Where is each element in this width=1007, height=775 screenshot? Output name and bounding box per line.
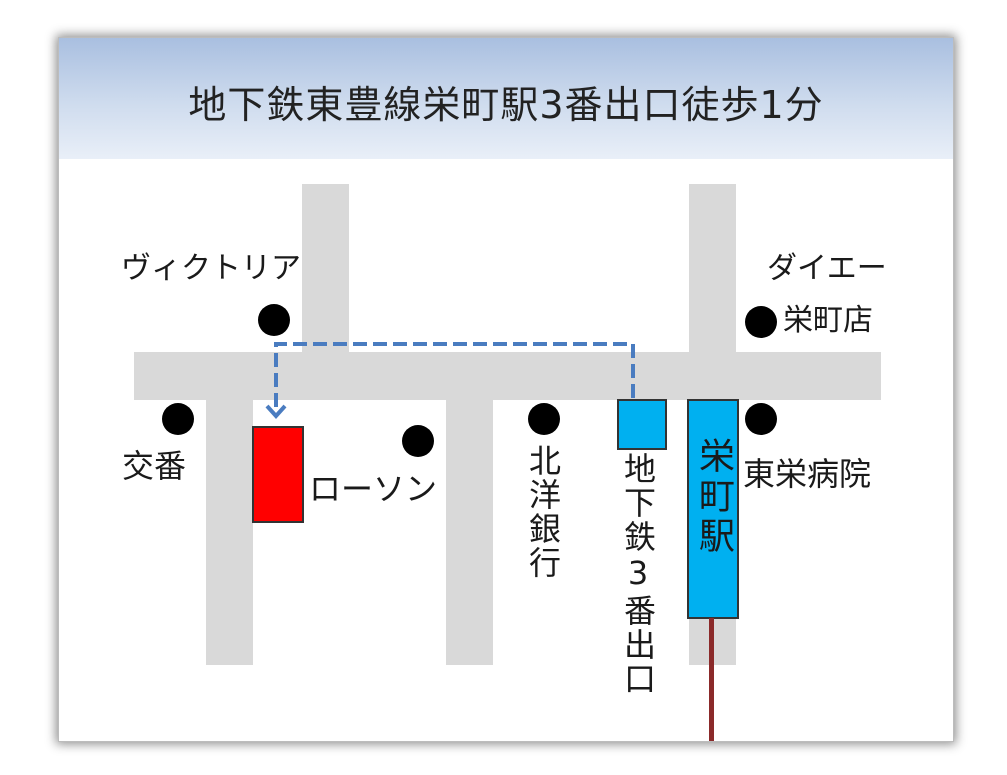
- title-banner: 地下鉄東豊線栄町駅3番出口徒歩1分: [59, 38, 953, 159]
- road-north-right: [689, 184, 736, 354]
- station-label: 栄町駅: [693, 437, 734, 557]
- route-arrowhead: [265, 404, 287, 419]
- hospital-label: 東栄病院: [743, 455, 872, 493]
- map-card: 地下鉄東豊線栄町駅3番出口徒歩1分 栄町駅 ヴィクトリア ダイエー 栄町店 交番…: [58, 37, 954, 742]
- map-title: 地下鉄東豊線栄町駅3番出口徒歩1分: [188, 83, 824, 127]
- subway-line: [709, 618, 714, 741]
- route-path: [274, 342, 635, 413]
- lawson-destination: [252, 426, 304, 523]
- lawson-marker: [402, 425, 434, 457]
- road-south-middle: [446, 398, 493, 665]
- lawson-label: ローソン: [309, 470, 438, 508]
- hokuyo-bank-marker: [528, 403, 560, 435]
- victoria-marker: [258, 304, 290, 336]
- koban-marker: [162, 403, 194, 435]
- subway-exit-label: 地下鉄3番出口: [619, 452, 657, 696]
- daiei-label-line1: ダイエー: [767, 251, 887, 286]
- road-main-horizontal: [134, 352, 881, 400]
- hospital-marker: [745, 403, 777, 435]
- victoria-label: ヴィクトリア: [121, 251, 301, 286]
- koban-label: 交番: [122, 447, 187, 485]
- daiei-label-line2: 栄町店: [783, 303, 873, 338]
- walking-route: [265, 342, 635, 419]
- hokuyo-bank-label: 北洋銀行: [524, 444, 562, 580]
- road-north-left: [302, 184, 349, 354]
- sakaemachi-station-box: 栄町駅: [687, 399, 739, 619]
- road-south-left: [206, 398, 253, 665]
- subway-exit-3-box: [617, 399, 667, 450]
- daiei-marker: [745, 306, 777, 338]
